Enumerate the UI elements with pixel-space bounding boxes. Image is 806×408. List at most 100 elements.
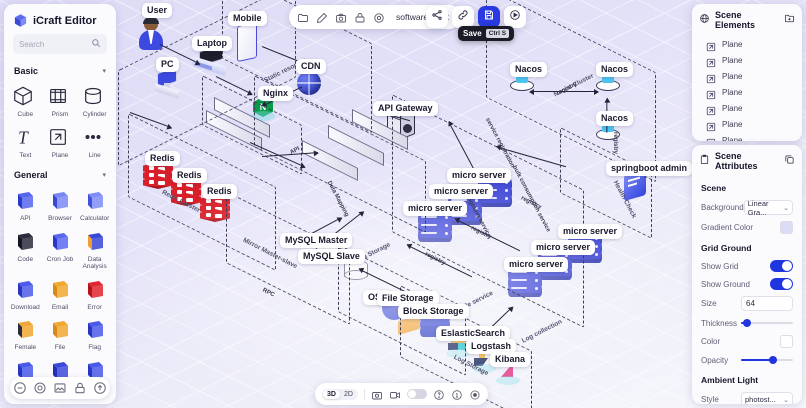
prop-select[interactable]: photost...⌄ [741, 392, 793, 404]
node-label[interactable]: micro server [531, 240, 596, 255]
palette-item-download[interactable]: Download [8, 274, 43, 315]
view-mode-switch[interactable]: 3D 2D [322, 388, 358, 400]
prop-toggle[interactable] [770, 278, 793, 290]
gear-icon[interactable] [373, 11, 385, 23]
palette-item-api[interactable]: API [8, 185, 43, 226]
minus-circle-icon[interactable] [13, 381, 27, 395]
palette-item-female[interactable]: Female [8, 314, 43, 355]
scene-element-row[interactable]: Plane [692, 116, 802, 132]
node-label[interactable]: Mobile [228, 11, 267, 26]
node-label[interactable]: micro server [447, 168, 512, 183]
scene-element-row[interactable]: Plane [692, 132, 802, 141]
node-user[interactable] [137, 17, 165, 52]
chevron-down-icon[interactable]: ▾ [102, 172, 106, 179]
save-button[interactable] [478, 6, 500, 28]
node-logstash[interactable] [472, 352, 496, 373]
left-footer-toolbar[interactable] [10, 377, 110, 399]
node-label[interactable]: Redis [145, 151, 180, 166]
node-label[interactable]: Nginx [258, 86, 294, 101]
play-button[interactable] [504, 6, 526, 28]
prop-opacity[interactable]: Opacity [692, 351, 802, 369]
palette-item-prism[interactable]: Prism [43, 81, 78, 122]
node-label[interactable]: API Gateway [373, 101, 438, 116]
node-label[interactable]: MySQL Slave [298, 249, 365, 264]
node-label[interactable]: micro server [504, 257, 569, 272]
node-label[interactable]: Redis [172, 168, 207, 183]
node-label[interactable]: User [142, 3, 173, 18]
prop-slider[interactable] [741, 354, 793, 366]
node-label[interactable]: File Storage [377, 291, 439, 306]
palette-item-text[interactable]: T Text [8, 122, 43, 163]
image-frame-icon[interactable] [53, 381, 67, 395]
info-circle-icon[interactable] [451, 388, 463, 400]
prop-show-grid[interactable]: Show Grid [692, 257, 802, 275]
node-micro-server-3[interactable] [418, 213, 452, 247]
node-pc[interactable] [152, 66, 182, 99]
pen-icon[interactable] [316, 11, 328, 24]
prop-color-swatch[interactable] [780, 335, 793, 348]
palette-item-error[interactable]: Error [77, 274, 112, 315]
upload-circle-icon[interactable] [93, 381, 107, 395]
node-label[interactable]: micro server [403, 201, 468, 216]
node-label[interactable]: Nacos [596, 111, 634, 126]
camera-icon[interactable] [371, 388, 383, 400]
node-label[interactable]: PC [156, 57, 179, 72]
scene-element-row[interactable]: Plane [692, 36, 802, 52]
palette-item-plane[interactable]: Plane [43, 122, 78, 163]
left-sidebar[interactable]: iCraft Editor Basic ▾ Cube [4, 4, 116, 404]
prop-color[interactable]: Color [692, 332, 802, 351]
node-label[interactable]: Redis [202, 184, 237, 199]
prop-color-swatch[interactable] [780, 221, 793, 234]
prop-gradient-color[interactable]: Gradient Color [692, 218, 802, 237]
file-name[interactable]: software.icraft [396, 12, 449, 22]
palette-item-browser[interactable]: Browser [43, 185, 78, 226]
top-toolbar-right[interactable] [426, 5, 526, 29]
node-label[interactable]: Block Storage [398, 304, 469, 319]
lock-icon[interactable] [73, 381, 87, 395]
node-label[interactable]: MySQL Master [280, 233, 353, 248]
node-nacos-2[interactable] [596, 74, 620, 92]
node-label[interactable]: springboot admin [606, 161, 692, 176]
node-redis-2[interactable] [171, 179, 201, 213]
prop-show-ground[interactable]: Show Ground [692, 275, 802, 293]
video-icon[interactable] [389, 388, 401, 400]
node-label[interactable]: Nacos [596, 62, 634, 77]
node-label[interactable]: micro server [429, 184, 494, 199]
node-label[interactable]: Laptop [192, 36, 232, 51]
node-label[interactable]: Kibana [490, 352, 531, 367]
node-label[interactable]: Nacos [510, 62, 548, 77]
node-label[interactable]: Logstash [466, 339, 517, 354]
node-cdn[interactable] [297, 71, 321, 95]
node-label[interactable]: CDN [296, 59, 326, 74]
prop-number-input[interactable]: 64 [741, 296, 793, 311]
scene-element-row[interactable]: Plane [692, 84, 802, 100]
palette-item-calculator[interactable]: Calculator [77, 185, 112, 226]
scene-elements-list[interactable]: PlanePlanePlanePlanePlanePlanePlanePlane [692, 36, 802, 141]
slider-knob[interactable] [743, 319, 752, 327]
search-input[interactable] [19, 39, 87, 49]
link-button[interactable] [452, 6, 474, 28]
share-button[interactable] [426, 6, 448, 28]
node-nacos-3[interactable] [596, 123, 620, 141]
help-circle-icon[interactable] [433, 388, 445, 400]
section-header-general[interactable]: General ▾ [4, 166, 116, 183]
chevron-down-icon[interactable]: ⌄ [783, 396, 789, 404]
slider-knob[interactable] [769, 356, 778, 364]
palette-item-cube[interactable]: Cube [8, 81, 43, 122]
palette-item-code[interactable]: Code [8, 226, 43, 274]
search-icon[interactable] [91, 35, 101, 53]
palette-item-file[interactable]: File [43, 314, 78, 355]
palette-item-line[interactable]: Line [77, 122, 112, 163]
palette-item-cron-job[interactable]: Cron Job [43, 226, 78, 274]
new-folder-icon[interactable] [784, 11, 795, 29]
camera-icon[interactable] [335, 11, 347, 23]
section-header-basic[interactable]: Basic ▾ [4, 62, 116, 79]
palette-scroll[interactable]: Basic ▾ Cube Prism [4, 62, 116, 404]
palette-item-cylinder[interactable]: Cylinder [77, 81, 112, 122]
palette-item-data-analysis[interactable]: Data Analysis [77, 226, 112, 274]
prop-thickness[interactable]: Thickness [692, 314, 802, 332]
